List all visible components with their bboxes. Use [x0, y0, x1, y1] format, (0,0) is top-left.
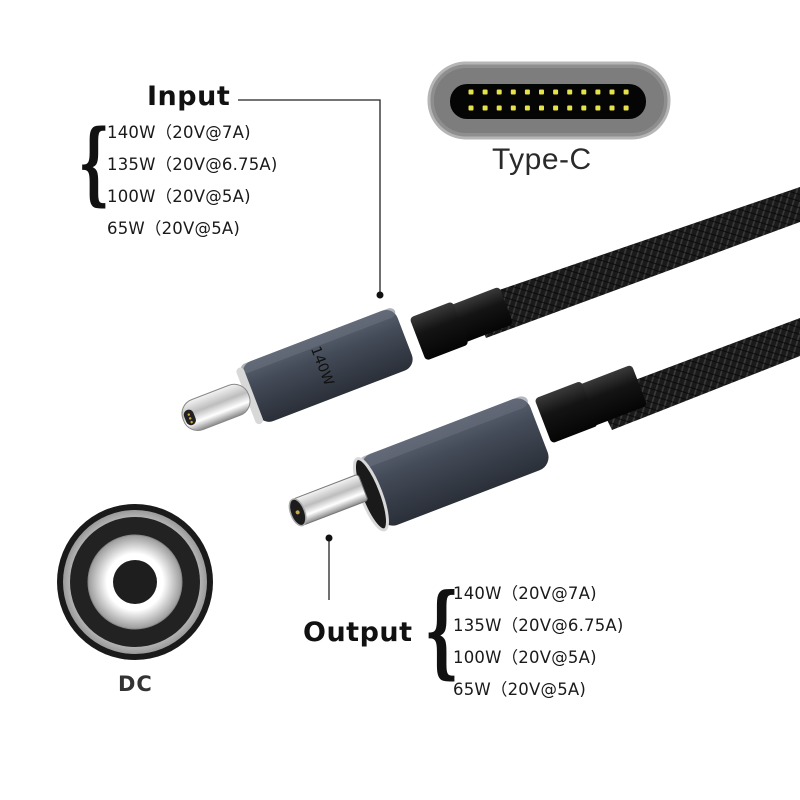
input-spec-item: 65W（20V@5A) — [107, 219, 241, 238]
typec-label: Type-C — [492, 143, 592, 176]
typec-port-icon — [427, 61, 671, 140]
typec-pin — [510, 105, 516, 111]
output-spec-list: 140W（20V@7A) 135W（20V@6.75A) 100W（20V@5A… — [453, 578, 624, 706]
typec-pin — [609, 89, 615, 95]
dc-cable — [288, 318, 800, 532]
input-spec-list: 140W（20V@7A) 135W（20V@6.75A) 100W（20V@5A… — [107, 117, 278, 245]
output-spec-item: 65W（20V@5A) — [453, 680, 587, 699]
typec-pin — [539, 89, 544, 95]
dc-port-icon — [57, 504, 213, 660]
typec-pin — [553, 89, 559, 95]
input-leader-line — [238, 99, 381, 293]
typec-cable: 140W — [181, 187, 800, 431]
input-spec-item: 135W（20V@6.75A) — [107, 155, 278, 174]
typec-pin — [567, 105, 573, 111]
input-spec-item: 140W（20V@7A) — [107, 123, 251, 142]
typec-pin — [581, 105, 587, 111]
dc-label: DC — [118, 672, 153, 696]
output-spec-item: 140W（20V@7A) — [453, 584, 597, 603]
typec-pin — [496, 89, 502, 95]
typec-pin — [623, 105, 629, 111]
output-heading: Output — [303, 617, 413, 648]
typec-pin — [567, 89, 573, 95]
typec-pin — [482, 105, 488, 111]
typec-pin — [496, 105, 502, 111]
output-brace: { — [424, 571, 460, 689]
typec-pin — [468, 105, 474, 111]
typec-pin — [581, 89, 587, 95]
typec-pin — [510, 89, 516, 95]
output-spec-item: 100W（20V@5A) — [453, 648, 597, 667]
typec-pin — [553, 105, 559, 111]
input-spec-item: 100W（20V@5A) — [107, 187, 251, 206]
input-heading: Input — [147, 81, 231, 112]
typec-pin — [524, 105, 530, 111]
input-leader-dot — [376, 291, 384, 299]
typec-pin — [595, 89, 601, 95]
typec-pin — [539, 105, 544, 111]
typec-pin — [595, 105, 601, 111]
typec-pin — [609, 105, 615, 111]
output-leader-dot — [325, 534, 333, 542]
typec-pin — [623, 89, 629, 95]
output-spec-item: 135W（20V@6.75A) — [453, 616, 624, 635]
typec-pin — [468, 89, 474, 95]
typec-pin — [524, 89, 530, 95]
input-brace: { — [78, 110, 110, 216]
typec-pin — [482, 89, 488, 95]
